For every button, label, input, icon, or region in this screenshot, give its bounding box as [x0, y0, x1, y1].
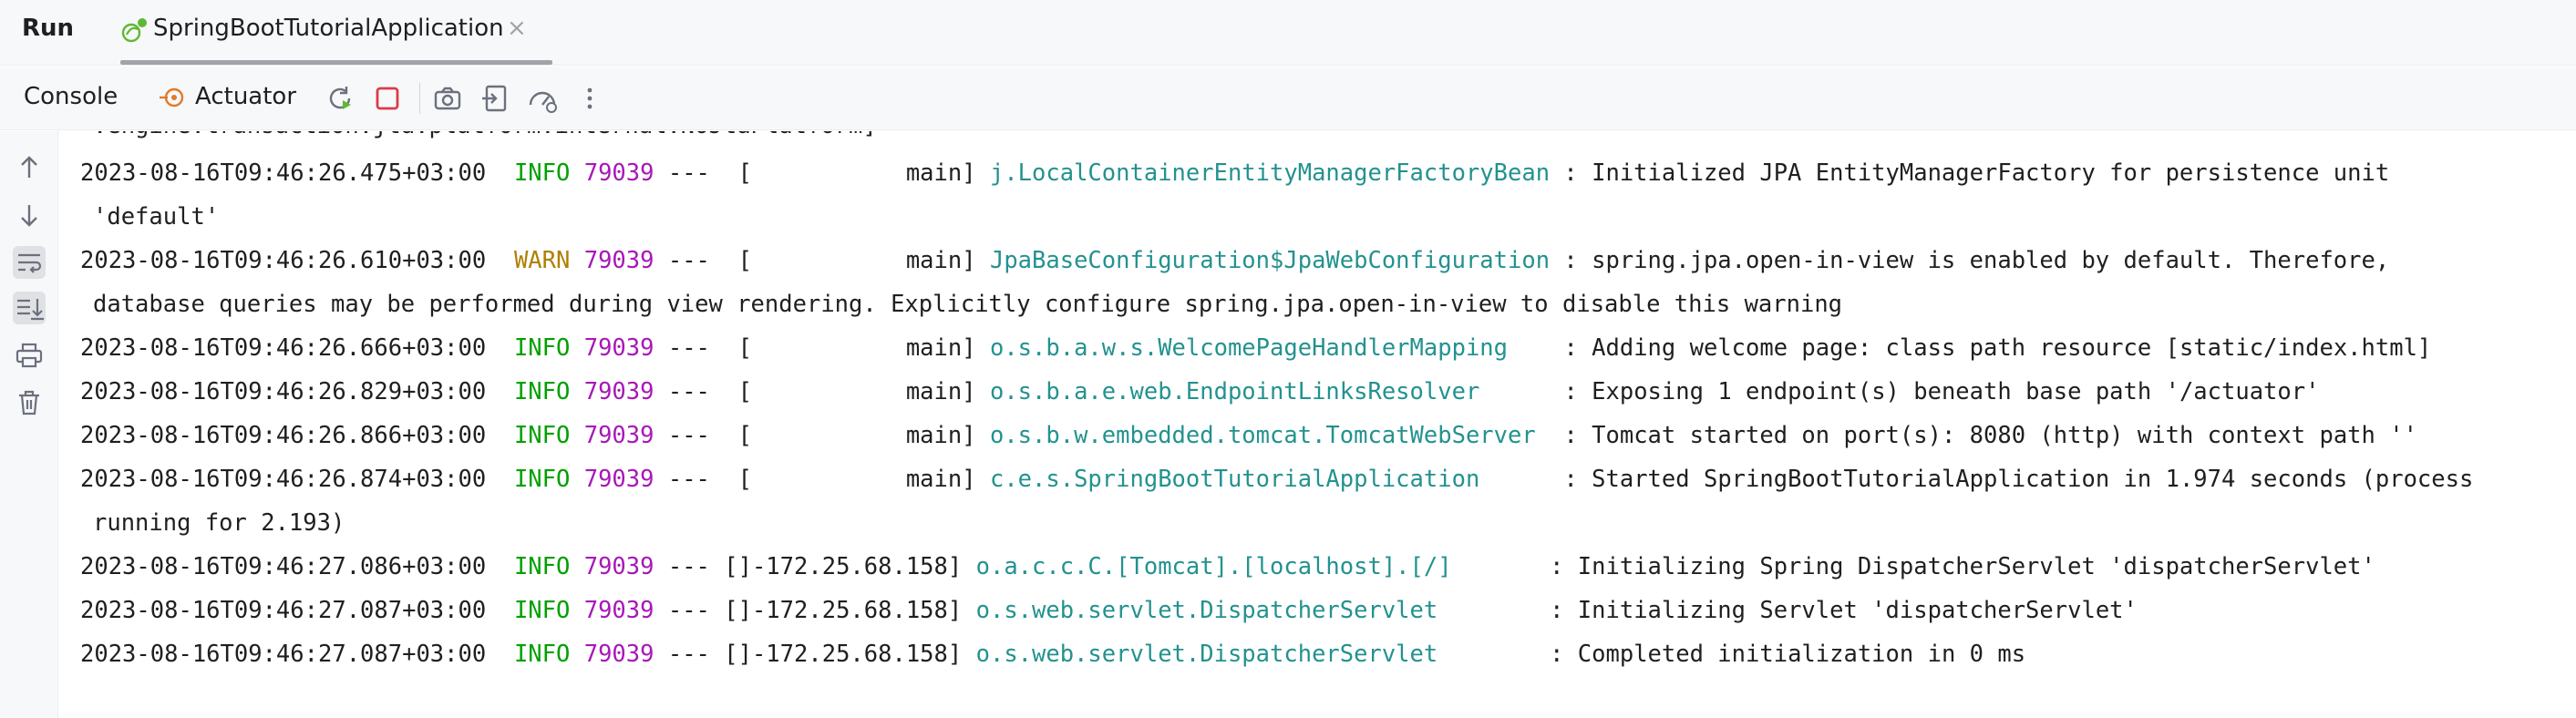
- log-logger[interactable]: o.a.c.c.C.[Tomcat].[localhost].[/]: [975, 553, 1452, 580]
- log-entry: 2023-08-16T09:46:27.086+03:00 INFO 79039…: [80, 547, 2375, 587]
- log-entry: 2023-08-16T09:46:26.866+03:00 INFO 79039…: [80, 415, 2417, 456]
- actuator-icon: [160, 87, 184, 108]
- log-timestamp: 2023-08-16T09:46:26.475+03:00: [80, 159, 487, 187]
- log-continuation: 'default': [93, 203, 220, 231]
- log-message: : spring.jpa.open-in-view is enabled by …: [1563, 247, 2390, 274]
- console-toolbar: Console Actuator: [0, 67, 2576, 130]
- log-thread: --- [ main]: [667, 334, 976, 362]
- log-level: INFO: [513, 553, 571, 580]
- log-timestamp: 2023-08-16T09:46:26.866+03:00: [80, 422, 487, 449]
- log-message: : Started SpringBootTutorialApplication …: [1563, 466, 2474, 493]
- soft-wrap-icon[interactable]: [13, 246, 46, 279]
- log-entry: 2023-08-16T09:46:26.666+03:00 INFO 79039…: [80, 328, 2431, 368]
- log-pid: 79039: [583, 378, 654, 405]
- log-timestamp: 2023-08-16T09:46:26.829+03:00: [80, 378, 487, 405]
- log-pid: 79039: [583, 641, 654, 668]
- log-message: : Tomcat started on port(s): 8080 (http)…: [1563, 422, 2417, 449]
- log-message: : Initializing Spring DispatcherServlet …: [1550, 553, 2375, 580]
- log-logger[interactable]: o.s.b.a.e.web.EndpointLinksResolver: [989, 378, 1480, 405]
- log-timestamp: 2023-08-16T09:46:26.666+03:00: [80, 334, 487, 362]
- log-message: : Exposing 1 endpoint(s) beneath base pa…: [1563, 378, 2320, 405]
- trash-icon[interactable]: [13, 386, 46, 419]
- console-line-partial: .engine.transaction.jta.platform.interna…: [93, 131, 877, 146]
- log-message: : Completed initialization in 0 ms: [1550, 641, 2026, 668]
- run-title: Run: [22, 15, 75, 42]
- console-output[interactable]: .engine.transaction.jta.platform.interna…: [58, 131, 2576, 718]
- spring-boot-run-icon: [121, 18, 147, 43]
- log-pid: 79039: [583, 466, 654, 493]
- log-entry: 2023-08-16T09:46:26.874+03:00 INFO 79039…: [80, 459, 2473, 499]
- log-level: INFO: [513, 597, 571, 624]
- log-entry: 2023-08-16T09:46:26.610+03:00 WARN 79039…: [80, 241, 2389, 281]
- camera-icon[interactable]: [432, 83, 463, 114]
- log-logger[interactable]: o.s.b.w.embedded.tomcat.TomcatWebServer: [989, 422, 1536, 449]
- log-message: : Initialized JPA EntityManagerFactory f…: [1563, 159, 2390, 187]
- log-thread: --- []-172.25.68.158]: [667, 553, 963, 580]
- close-icon[interactable]: ×: [507, 15, 527, 42]
- log-entry: 2023-08-16T09:46:27.087+03:00 INFO 79039…: [80, 634, 2025, 674]
- log-timestamp: 2023-08-16T09:46:27.087+03:00: [80, 641, 487, 668]
- log-timestamp: 2023-08-16T09:46:27.087+03:00: [80, 597, 487, 624]
- log-logger[interactable]: o.s.b.a.w.s.WelcomePageHandlerMapping: [989, 334, 1509, 362]
- log-pid: 79039: [583, 159, 654, 187]
- log-pid: 79039: [583, 247, 654, 274]
- speed-icon[interactable]: [527, 83, 558, 114]
- log-message: : Adding welcome page: class path resour…: [1563, 334, 2432, 362]
- tab-console[interactable]: Console: [24, 83, 118, 110]
- log-continuation: database queries may be performed during…: [93, 291, 1843, 318]
- log-entry: 2023-08-16T09:46:26.475+03:00 INFO 79039…: [80, 153, 2389, 193]
- run-tool-window-header: Run SpringBootTutorialApplication ×: [0, 0, 2576, 66]
- log-pid: 79039: [583, 422, 654, 449]
- log-thread: --- [ main]: [667, 159, 976, 187]
- log-logger[interactable]: c.e.s.SpringBootTutorialApplication: [989, 466, 1480, 493]
- log-message: : Initializing Servlet 'dispatcherServle…: [1550, 597, 2138, 624]
- tab-actuator[interactable]: Actuator: [195, 83, 297, 110]
- log-level: INFO: [513, 466, 571, 493]
- log-continuation: running for 2.193): [93, 509, 345, 537]
- log-level: INFO: [513, 159, 571, 187]
- log-logger[interactable]: o.s.web.servlet.DispatcherServlet: [975, 597, 1438, 624]
- arrow-up-icon[interactable]: [13, 151, 46, 184]
- toolbar-divider: [419, 83, 420, 114]
- more-icon[interactable]: [574, 83, 605, 114]
- log-entry: 2023-08-16T09:46:26.829+03:00 INFO 79039…: [80, 372, 2319, 412]
- log-level: INFO: [513, 378, 571, 405]
- log-level: INFO: [513, 422, 571, 449]
- log-thread: --- []-172.25.68.158]: [667, 597, 963, 624]
- tab-selected-indicator: [120, 60, 552, 65]
- console-gutter: [0, 131, 58, 718]
- log-thread: --- [ main]: [667, 466, 976, 493]
- log-timestamp: 2023-08-16T09:46:26.610+03:00: [80, 247, 487, 274]
- stop-icon[interactable]: [372, 83, 403, 114]
- log-timestamp: 2023-08-16T09:46:27.086+03:00: [80, 553, 487, 580]
- login-icon[interactable]: [479, 83, 510, 114]
- log-timestamp: 2023-08-16T09:46:26.874+03:00: [80, 466, 487, 493]
- rerun-icon[interactable]: [325, 83, 355, 114]
- log-logger[interactable]: j.LocalContainerEntityManagerFactoryBean: [989, 159, 1551, 187]
- log-logger[interactable]: JpaBaseConfiguration$JpaWebConfiguration: [989, 247, 1551, 274]
- tab-run-configuration[interactable]: SpringBootTutorialApplication ×: [115, 0, 552, 66]
- log-pid: 79039: [583, 553, 654, 580]
- log-level: INFO: [513, 334, 571, 362]
- log-logger[interactable]: o.s.web.servlet.DispatcherServlet: [975, 641, 1438, 668]
- log-thread: --- [ main]: [667, 247, 976, 274]
- log-pid: 79039: [583, 597, 654, 624]
- log-thread: --- []-172.25.68.158]: [667, 641, 963, 668]
- log-pid: 79039: [583, 334, 654, 362]
- print-icon[interactable]: [13, 339, 46, 372]
- scroll-to-end-icon[interactable]: [13, 292, 46, 324]
- log-thread: --- [ main]: [667, 378, 976, 405]
- log-level: INFO: [513, 641, 571, 668]
- arrow-down-icon[interactable]: [13, 199, 46, 231]
- log-level: WARN: [513, 247, 571, 274]
- tab-label: SpringBootTutorialApplication: [153, 15, 504, 42]
- log-thread: --- [ main]: [667, 422, 976, 449]
- log-entry: 2023-08-16T09:46:27.087+03:00 INFO 79039…: [80, 590, 2138, 631]
